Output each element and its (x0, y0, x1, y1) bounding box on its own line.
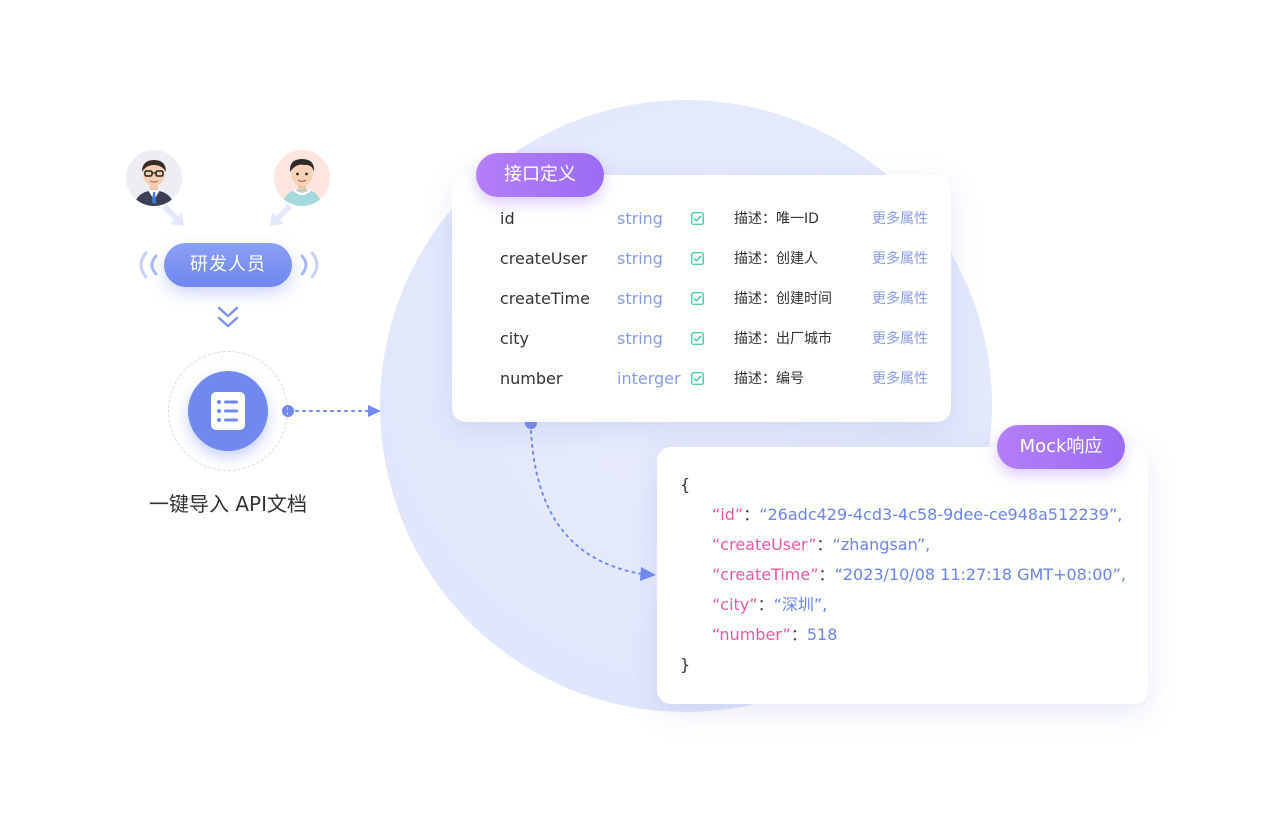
json-key: “city” (712, 595, 758, 614)
mock-response-card (657, 447, 1148, 704)
json-separator: ： (757, 595, 774, 614)
field-description: 描述：出厂城市 (734, 331, 832, 347)
more-attributes-link[interactable]: 更多属性 (872, 371, 928, 387)
import-node-ring (168, 351, 288, 471)
developer-label: 研发人员 (164, 243, 292, 287)
json-value: 518 (806, 625, 838, 644)
json-property-line: “number”：518 (712, 620, 837, 650)
connector-arrow-mock (640, 567, 656, 581)
required-check-icon[interactable] (691, 212, 704, 225)
json-key: “createTime” (712, 565, 819, 584)
field-description: 描述：创建人 (734, 251, 818, 267)
required-check-icon[interactable] (691, 252, 704, 265)
signal-wave-left-icon (132, 250, 162, 286)
connector-arrow-import (368, 405, 381, 417)
field-name: city (500, 329, 529, 348)
more-attributes-link[interactable]: 更多属性 (872, 251, 928, 267)
field-type: string (617, 329, 663, 348)
json-property-line: “createUser”：“zhangsan”, (712, 530, 930, 560)
import-label: 一键导入 API文档 (149, 492, 307, 516)
json-value: “26adc429-4cd3-4c58-9dee-ce948a512239”, (759, 505, 1123, 524)
field-type: interger (617, 369, 681, 388)
field-row: createUser string 描述：创建人 更多属性 (452, 239, 951, 279)
json-separator: ： (818, 565, 835, 584)
field-row: number interger 描述：编号 更多属性 (452, 359, 951, 399)
json-value: “深圳”, (773, 595, 828, 614)
json-property-line: “city”：“深圳”, (712, 590, 827, 620)
field-description: 描述：创建时间 (734, 291, 832, 307)
field-name: createUser (500, 249, 588, 268)
json-property-line: “createTime”：“2023/10/08 11:27:18 GMT+08… (712, 560, 1126, 590)
more-attributes-link[interactable]: 更多属性 (872, 331, 928, 347)
import-api-doc-button[interactable] (188, 371, 268, 451)
field-row: createTime string 描述：创建时间 更多属性 (452, 279, 951, 319)
interface-definition-card: id string 描述：唯一ID 更多属性 createUser string 描述：创建… (452, 175, 951, 422)
json-close-brace: } (680, 655, 691, 674)
developer-avatar-male-hoodie (274, 150, 330, 206)
required-check-icon[interactable] (691, 372, 704, 385)
field-description: 描述：编号 (734, 371, 804, 387)
json-value: “zhangsan”, (832, 535, 931, 554)
json-value: “2023/10/08 11:27:18 GMT+08:00”, (834, 565, 1126, 584)
double-chevron-down-icon (217, 306, 239, 328)
field-name: createTime (500, 289, 590, 308)
document-list-icon (211, 392, 245, 430)
developer-avatar-male-glasses (126, 150, 182, 206)
json-key: “id” (712, 505, 744, 524)
field-row: id string 描述：唯一ID 更多属性 (452, 199, 951, 239)
more-attributes-link[interactable]: 更多属性 (872, 211, 928, 227)
field-type: string (617, 209, 663, 228)
required-check-icon[interactable] (691, 332, 704, 345)
json-separator: ： (743, 505, 760, 524)
connector-line-mock (530, 430, 643, 575)
down-left-arrow-icon (270, 204, 292, 226)
field-name: number (500, 369, 563, 388)
json-separator: ： (816, 535, 833, 554)
field-description: 描述：唯一ID (734, 211, 819, 227)
field-name: id (500, 209, 515, 228)
json-key: “number” (712, 625, 791, 644)
required-check-icon[interactable] (691, 292, 704, 305)
field-row: city string 描述：出厂城市 更多属性 (452, 319, 951, 359)
more-attributes-link[interactable]: 更多属性 (872, 291, 928, 307)
interface-definition-tag: 接口定义 (476, 153, 604, 197)
json-key: “createUser” (712, 535, 817, 554)
json-open-brace: { (680, 475, 691, 494)
down-right-arrow-icon (162, 204, 184, 226)
signal-wave-right-icon (296, 250, 326, 286)
field-type: string (617, 249, 663, 268)
json-separator: ： (790, 625, 807, 644)
mock-response-tag: Mock响应 (997, 425, 1125, 469)
field-type: string (617, 289, 663, 308)
json-property-line: “id”：“26adc429-4cd3-4c58-9dee-ce948a5122… (712, 500, 1122, 530)
